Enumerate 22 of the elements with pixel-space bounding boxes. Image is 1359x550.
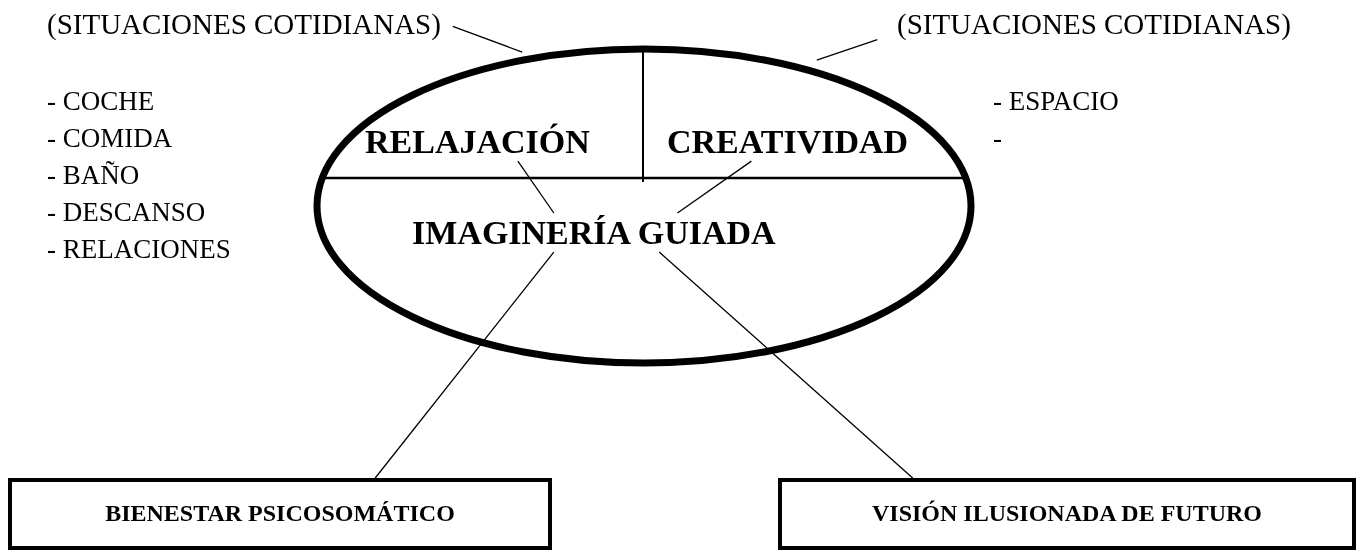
note-text: (SITUACIONES COTIDIANAS) <box>47 8 441 42</box>
list-item: - DESCANSO <box>47 197 206 228</box>
connector-line <box>658 251 914 479</box>
list-item: - RELACIONES <box>47 234 231 265</box>
category-label: IMAGINERÍA GUIADA <box>412 213 776 253</box>
box-label: BIENESTAR PSICOSOMÁTICO <box>105 500 455 528</box>
category-label: RELAJACIÓN <box>365 122 590 162</box>
list-item: - BAÑO <box>47 160 140 191</box>
list-item: - <box>993 123 1002 154</box>
connector-line <box>374 251 555 479</box>
list-item: - COMIDA <box>47 123 173 154</box>
process-box <box>778 478 1356 550</box>
connector-line <box>517 160 555 214</box>
connector-line <box>816 39 878 61</box>
connector-line <box>676 160 753 214</box>
connector-line <box>452 25 523 53</box>
list-item: - ESPACIO <box>993 86 1119 117</box>
note-text: (SITUACIONES COTIDIANAS) <box>897 8 1291 42</box>
box-label: VISIÓN ILUSIONADA DE FUTURO <box>871 500 1263 528</box>
category-label: CREATIVIDAD <box>667 122 909 162</box>
process-box <box>8 478 552 550</box>
list-item: - COCHE <box>47 86 155 117</box>
